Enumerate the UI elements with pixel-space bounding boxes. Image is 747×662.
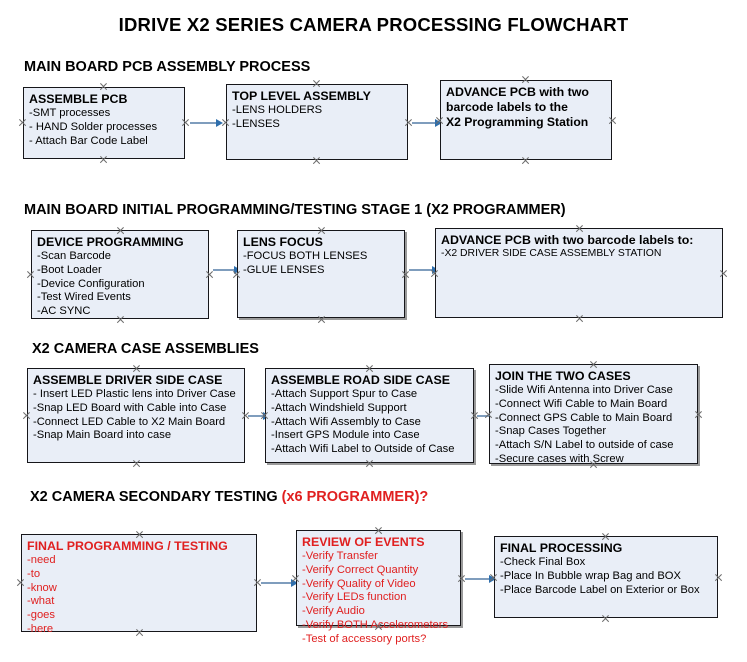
node-line: -Connect LED Cable to X2 Main Board [33,415,226,428]
section-label-main-board-initial-programming: MAIN BOARD INITIAL PROGRAMMING/TESTING S… [24,202,566,218]
node-line: -Verify Transfer [302,550,378,563]
node-line: -Attach Wifi Label to Outside of Case [271,443,455,456]
arrow-final-programming-to-review-of-events [261,578,298,588]
node-line: - Insert LED Plastic lens into Driver Ca… [33,388,236,401]
node-line: -Attach Windshield Support [271,401,407,414]
node-device-programming[interactable]: DEVICE PROGRAMMING -Scan Barcode -Boot L… [31,230,209,319]
section-label-text: X2 CAMERA SECONDARY TESTING [30,489,282,505]
node-title: ADVANCE PCB with two [446,85,589,99]
node-title: ADVANCE PCB with two barcode labels to: [441,233,694,247]
section-label-text: MAIN BOARD INITIAL PROGRAMMING/TESTING S… [24,202,566,218]
page-title: IDRIVE X2 SERIES CAMERA PROCESSING FLOWC… [118,14,629,35]
node-title: ASSEMBLE PCB [29,92,128,106]
node-title: FINAL PROGRAMMING / TESTING [27,539,228,553]
node-line: -need [27,554,56,567]
node-line: -Slide Wifi Antenna into Driver Case [495,384,673,397]
node-title: REVIEW OF EVENTS [302,535,425,549]
node-advance-pcb-to-x2-programming-station[interactable]: ADVANCE PCB with two barcode labels to t… [440,80,612,160]
node-advance-pcb-to-driver-side-case[interactable]: ADVANCE PCB with two barcode labels to: … [435,228,723,318]
node-line: -Snap LED Board with Cable into Case [33,401,227,414]
node-line: -Device Configuration [37,277,145,290]
node-line: -FOCUS BOTH LENSES [243,250,368,263]
section-label-accent: (x6 PROGRAMMER)? [281,489,429,505]
node-line: -Connect Wifi Cable to Main Board [495,397,668,410]
node-line: -SMT processes [29,107,111,120]
node-assemble-driver-side-case[interactable]: ASSEMBLE DRIVER SIDE CASE - Insert LED P… [27,368,245,463]
node-assemble-pcb[interactable]: ASSEMBLE PCB -SMT processes - HAND Solde… [23,87,185,159]
node-line-overflow: -Test of accessory ports? [302,632,427,645]
node-line: -Boot Loader [37,263,102,276]
section-label-text: MAIN BOARD PCB ASSEMBLY PROCESS [24,59,311,75]
node-line: -Verify Audio [302,605,365,618]
arrow-assemble-pcb-to-top-level-assembly [190,118,223,128]
node-line: -Place Barcode Label on Exterior or Box [500,583,700,596]
node-line: - HAND Solder processes [29,120,158,133]
node-line: -know [27,581,57,594]
node-line: - Attach Bar Code Label [29,134,148,147]
node-line: -Test Wired Events [37,291,131,304]
node-top-level-assembly[interactable]: TOP LEVEL ASSEMBLY -LENS HOLDERS -LENSES [226,84,408,160]
node-title: ASSEMBLE ROAD SIDE CASE [271,373,450,387]
node-line: -AC SYNC [37,305,91,318]
node-line: -Place In Bubble wrap Bag and BOX [500,569,681,582]
section-label-x2-camera-case-assemblies: X2 CAMERA CASE ASSEMBLIES [32,341,259,357]
node-line: -Verify BOTH Accelerometers [302,618,449,631]
node-title: DEVICE PROGRAMMING [37,235,184,249]
node-line: -Verify Correct Quantity [302,563,419,576]
node-lens-focus[interactable]: LENS FOCUS -FOCUS BOTH LENSES -GLUE LENS… [237,230,405,318]
node-line: -Insert GPS Module into Case [271,429,420,442]
node-line: -Attach Wifi Assembly to Case [271,415,421,428]
node-line: -what [27,595,55,608]
node-line: -Secure cases with Screw [495,452,624,465]
node-line: -Connect GPS Cable to Main Board [495,411,673,424]
arrow-review-of-events-to-final-processing [465,574,496,584]
section-label-main-board-pcb-assembly-process: MAIN BOARD PCB ASSEMBLY PROCESS [24,59,310,75]
node-line: -Scan Barcode [37,250,112,263]
node-title: LENS FOCUS [243,235,323,249]
node-line: -LENS HOLDERS [232,104,323,117]
node-join-the-two-cases[interactable]: JOIN THE TWO CASES -Slide Wifi Antenna i… [489,364,698,465]
node-title: JOIN THE TWO CASES [495,369,631,383]
node-review-of-events[interactable]: REVIEW OF EVENTS -Verify Transfer -Verif… [296,530,461,645]
node-final-processing[interactable]: FINAL PROCESSING -Check Final Box -Place… [494,536,718,618]
node-line: -Snap Main Board into case [33,429,172,442]
node-line: -Check Final Box [500,556,586,569]
node-line: -goes [27,609,55,622]
section-label-x2-camera-secondary-testing: X2 CAMERA SECONDARY TESTING (x6 PROGRAMM… [30,489,428,505]
node-line: -here [27,622,54,635]
node-title: FINAL PROCESSING [500,541,623,555]
node-line: -Verify Quality of Video [302,577,416,590]
node-line: X2 Programming Station [446,115,589,130]
node-line: -X2 DRIVER SIDE CASE ASSEMBLY STATION [441,248,662,260]
node-line: barcode labels to the [446,100,568,115]
arrow-top-level-assembly-to-advance-pcb [412,118,442,128]
node-line: -to [27,567,41,580]
node-title: ASSEMBLE DRIVER SIDE CASE [33,373,223,387]
node-line: -GLUE LENSES [243,263,325,276]
node-line: -Snap Cases Together [495,425,607,438]
node-line: -Attach S/N Label to outside of case [495,439,674,452]
section-label-text: X2 CAMERA CASE ASSEMBLIES [32,341,259,357]
node-assemble-road-side-case[interactable]: ASSEMBLE ROAD SIDE CASE -Attach Support … [265,368,474,463]
node-line: -LENSES [232,117,280,130]
node-line: -Verify LEDs function [302,591,407,604]
node-title: TOP LEVEL ASSEMBLY [232,89,371,103]
node-final-programming-testing[interactable]: FINAL PROGRAMMING / TESTING -need -to -k… [21,534,257,635]
node-line: -Attach Support Spur to Case [271,388,418,401]
